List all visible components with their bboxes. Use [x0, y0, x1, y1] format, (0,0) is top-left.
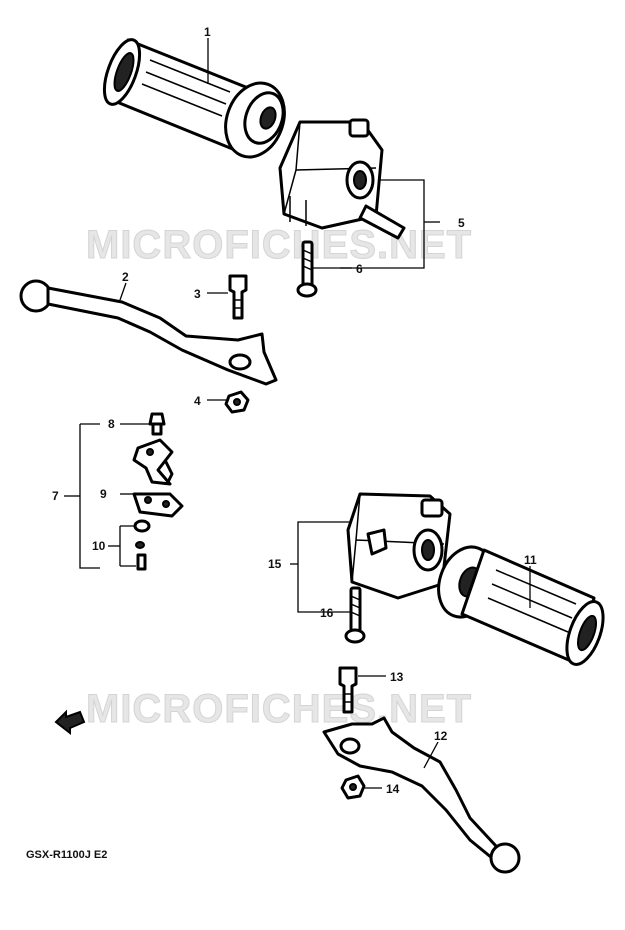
part-15-right-switch-housing[interactable]: [346, 492, 452, 600]
part-14-nut[interactable]: [340, 774, 366, 800]
direction-arrow-icon: [54, 709, 86, 736]
callout-10: 10: [92, 539, 106, 553]
watermark-top: MICROFICHES.NET: [86, 223, 472, 267]
callout-11: 11: [524, 553, 537, 567]
callout-13: 13: [390, 670, 404, 684]
part-11-right-grip[interactable]: [429, 539, 610, 669]
model-code: GSX-R1100J E2: [26, 849, 107, 861]
part-4-nut[interactable]: [224, 390, 250, 414]
part-9-switch[interactable]: [132, 492, 184, 518]
callout-3: 3: [194, 287, 201, 301]
callout-5: 5: [458, 216, 465, 230]
part-3-pivot-bolt[interactable]: [228, 274, 248, 320]
part-2-clutch-lever[interactable]: [19, 279, 278, 386]
callout-1: 1: [204, 25, 211, 39]
part-1-left-grip[interactable]: [97, 35, 294, 165]
callout-6: 6: [356, 262, 363, 276]
callout-14: 14: [386, 782, 400, 796]
callout-4: 4: [194, 394, 201, 408]
callout-8: 8: [108, 417, 115, 431]
leader-lines: [64, 38, 531, 789]
callout-2: 2: [122, 270, 129, 284]
callout-15: 15: [268, 557, 282, 571]
part-6-screw[interactable]: [296, 240, 318, 298]
part-10-screws[interactable]: [133, 519, 151, 571]
callout-7: 7: [52, 489, 59, 503]
part-16-screw[interactable]: [344, 586, 366, 644]
part-7-switch-assembly[interactable]: [132, 438, 174, 486]
callout-12: 12: [434, 729, 448, 743]
watermark-bottom: MICROFICHES.NET: [86, 687, 472, 731]
callout-16: 16: [320, 606, 334, 620]
part-5-left-switch-housing[interactable]: [278, 118, 406, 240]
part-13-pivot-bolt[interactable]: [338, 666, 358, 714]
part-12-brake-lever[interactable]: [322, 716, 521, 874]
part-8-screw[interactable]: [148, 412, 166, 436]
callout-9: 9: [100, 487, 107, 501]
